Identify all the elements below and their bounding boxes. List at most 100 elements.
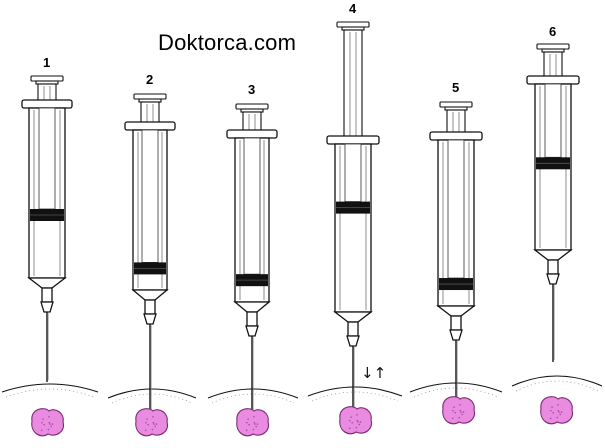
tissue-speckle (453, 406, 455, 408)
tissue-speckle (41, 421, 43, 424)
tissue-speckle (246, 421, 248, 424)
needle-hub (246, 311, 258, 327)
tissue-speckle (145, 421, 147, 424)
syringe-2: 2 (124, 72, 176, 437)
tissue-speckle (248, 423, 250, 426)
barrel-flange (526, 75, 580, 85)
syringe-label: 2 (146, 72, 153, 87)
barrel-tip (233, 301, 271, 313)
tissue-speckle (245, 429, 248, 432)
tissue-speckle (247, 418, 249, 420)
syringe-label: 4 (349, 1, 357, 16)
tissue-speckle (49, 423, 51, 425)
syringe-1: 1 (21, 55, 73, 437)
skin-surface-line (511, 375, 603, 387)
tissue-speckle (254, 423, 256, 425)
plunger-rod-inside (243, 137, 261, 275)
needle-hub (450, 315, 462, 331)
tissue-speckle (349, 419, 351, 422)
barrel-flange (326, 135, 380, 145)
barrel-flange (21, 99, 73, 109)
tissue-speckle (348, 427, 351, 430)
plunger-rod-inside (447, 139, 465, 279)
tissue-speckle (556, 416, 559, 419)
tissue-speckle (253, 415, 255, 418)
tissue-speckle (459, 409, 462, 412)
plunger-thumb-rest (536, 43, 570, 50)
tissue-speckle (452, 409, 454, 412)
tissue-sample-blob (236, 408, 270, 437)
tissue-speckle (462, 411, 465, 413)
barrel-tip (333, 311, 373, 323)
syringe-label: 1 (43, 55, 50, 70)
tissue-speckle (461, 413, 464, 416)
barrel-tip (27, 277, 67, 289)
syringe-5: 5 (429, 80, 483, 425)
needle-hub (41, 287, 53, 303)
tissue-sample-blob (442, 396, 476, 425)
syringe-label: 6 (549, 24, 556, 39)
syringe-label: 5 (452, 80, 459, 95)
tissue-speckle (351, 421, 353, 424)
tissue-speckle (47, 428, 50, 431)
tissue-speckle (557, 409, 560, 412)
plunger-thumb-rest (133, 93, 167, 100)
syringe-4: 4 (326, 1, 380, 435)
plunger-thumb-rest (439, 101, 473, 108)
skin-texture (413, 387, 499, 398)
tissue-speckle (40, 429, 43, 432)
tissue-speckle (152, 421, 155, 424)
tissue-speckle (458, 416, 461, 419)
barrel-flange (124, 121, 176, 131)
tissue-speckle (155, 423, 158, 425)
tissue-speckle (355, 426, 358, 429)
tissue-speckle (560, 411, 563, 413)
skin-texture (111, 393, 193, 404)
tissue-speckle (151, 428, 154, 431)
needle-hub-base (546, 273, 560, 285)
skin-surface-line (107, 388, 197, 399)
needle-hub (547, 259, 559, 275)
tissue-speckle (550, 409, 552, 412)
skin-surface-line (1, 383, 99, 393)
plunger-rod-inside (38, 107, 56, 210)
barrel-tip (436, 305, 476, 317)
tissue-sample-blob (339, 406, 373, 435)
tissue-speckle (356, 419, 359, 422)
motion-arrows: ↓↑ (361, 364, 386, 382)
tissue-speckle (459, 403, 461, 406)
tissue-speckle (42, 418, 44, 420)
tissue-speckle (357, 421, 359, 423)
needle-hub-base (346, 335, 360, 347)
skin-texture (515, 380, 599, 392)
tissue-speckle (146, 418, 148, 420)
barrel-flange (226, 129, 278, 139)
tissue-speckle (48, 421, 51, 424)
plunger-rod-inside (544, 83, 562, 158)
tissue-speckle (153, 423, 155, 425)
tissue-speckle (454, 411, 456, 414)
tissue-speckle (253, 421, 256, 424)
tissue-speckle (460, 411, 462, 413)
tissue-speckle (559, 413, 562, 416)
plunger-rod-inside (344, 143, 362, 202)
needle-hub-base (449, 329, 463, 341)
needle-hub-base (245, 325, 259, 337)
skin-texture (211, 393, 295, 404)
tissue-speckle (451, 417, 454, 420)
syringe-6: 6 (526, 24, 580, 425)
plunger-rod-inside (141, 129, 159, 263)
needle-hub (144, 299, 156, 315)
syringe-3: 3 (226, 82, 278, 437)
skin-texture (311, 391, 399, 402)
tissue-speckle (256, 423, 259, 425)
tissue-sample-blob (135, 408, 169, 437)
tissue-speckle (154, 425, 157, 428)
tissue-speckle (350, 416, 352, 418)
tissue-speckle (144, 429, 147, 432)
needle-hub-base (143, 313, 157, 325)
barrel-flange (429, 131, 483, 141)
tissue-speckle (551, 406, 553, 408)
tissue-speckle (358, 423, 361, 426)
tissue-speckle (147, 423, 149, 426)
